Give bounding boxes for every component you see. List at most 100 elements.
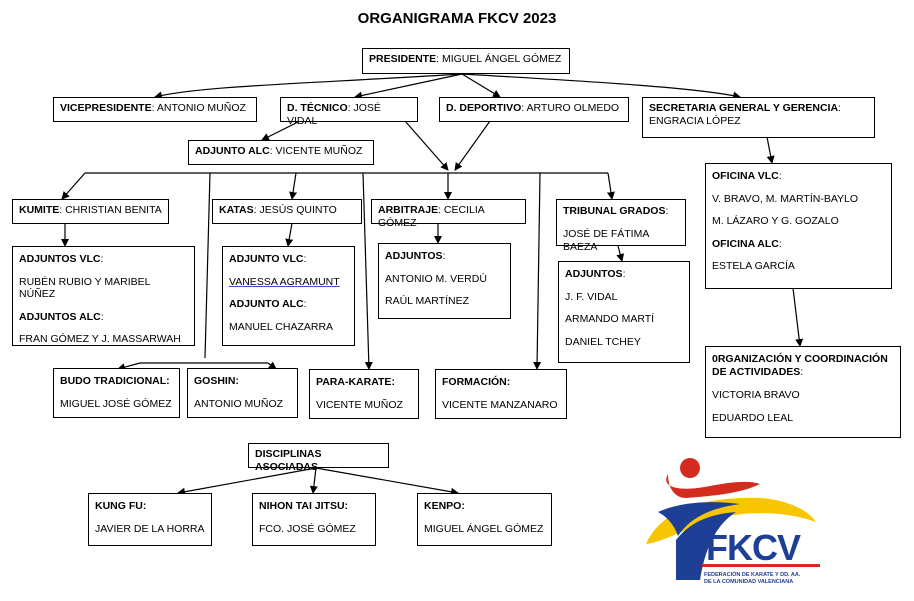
presidente-role: PRESIDENTE	[369, 53, 437, 65]
kenpo-name: MIGUEL ÁNGEL GÓMEZ	[424, 523, 544, 535]
budo-box: BUDO TRADICIONAL: MIGUEL JOSÉ GÓMEZ	[53, 368, 180, 418]
kumite-adj-vlc-names: RUBÉN RUBIO Y MARIBEL NÚÑEZ	[19, 275, 151, 301]
logo-acronym: FKCV	[706, 527, 801, 568]
organizacion-box: 0RGANIZACIÓN Y COORDINACIÓN DE ACTIVIDAD…	[705, 346, 901, 438]
line-disc-kenpo	[315, 467, 459, 496]
vicepresidente-name: : ANTONIO MUÑOZ	[151, 102, 246, 114]
ddeportivo-name: : ARTURO OLMEDO	[521, 102, 620, 114]
oficina-vlc-label: OFICINA VLC	[712, 170, 779, 182]
tribunal-adjuntos-box: ADJUNTOS: J. F. VIDAL ARMANDO MARTÍ DANI…	[558, 261, 690, 363]
fkcv-logo-graphic: FKCV FEDERACIÓN DE KARATE Y DD. AA. DE L…	[646, 458, 820, 585]
katas-adj-vlc-label: ADJUNTO VLC	[229, 253, 304, 265]
tribunal-colon: :	[665, 205, 669, 217]
tribunal-box: TRIBUNAL GRADOS: JOSÉ DE FÁTIMA BAEZA	[556, 199, 686, 253]
katas-role: KATAS	[219, 204, 254, 216]
katas-adj-vlc-name: VANESSA AGRAMUNT	[229, 275, 340, 288]
presidente-name: : MIGUEL ÁNGEL GÓMEZ	[436, 53, 562, 65]
trib-adj-colon: :	[622, 268, 626, 280]
katas-name: : JESÚS QUINTO	[253, 204, 337, 216]
arbitraje-role: ARBITRAJE	[378, 204, 439, 216]
line-katas-adj	[285, 222, 294, 247]
arb-adj-colon: :	[442, 250, 446, 262]
oficina-alc-colon: :	[778, 237, 782, 250]
arbitraje-box: ARBITRAJE: CECILIA GÓMEZ	[371, 199, 526, 229]
org-colon: :	[800, 366, 804, 378]
budo-role: BUDO TRADICIONAL:	[60, 375, 170, 387]
vicepresidente-box: VICEPRESIDENTE: ANTONIO MUÑOZ	[53, 97, 257, 122]
katas-adj-vlc-colon: :	[303, 253, 307, 265]
tribunal-name: JOSÉ DE FÁTIMA BAEZA	[563, 228, 649, 253]
oficina-box: OFICINA VLC: V. BRAVO, M. MARTÍN-BAYLO M…	[705, 163, 892, 289]
arb-adj-name-1: ANTONIO M. VERDÚ	[385, 272, 487, 285]
ddeportivo-box: D. DEPORTIVO: ARTURO OLMEDO	[439, 97, 629, 122]
oficina-vlc-colon: :	[778, 170, 782, 182]
budo-name: MIGUEL JOSÉ GÓMEZ	[60, 398, 172, 410]
secretaria-name: ENGRACIA LÓPEZ	[649, 115, 741, 127]
line-sec-oficina	[766, 136, 775, 164]
secretaria-box: SECRETARIA GENERAL Y GERENCIA: ENGRACIA …	[642, 97, 875, 138]
line-trib-adj	[616, 245, 625, 262]
oficina-vlc-names2: M. LÁZARO Y G. GOZALO	[712, 215, 839, 227]
line-pres-ddep	[461, 73, 501, 98]
kumite-name: : CHRISTIAN BENITA	[59, 204, 162, 216]
kenpo-box: KENPO: MIGUEL ÁNGEL GÓMEZ	[417, 493, 552, 546]
parakarate-box: PARA-KARATE: VICENTE MUÑOZ	[309, 369, 419, 419]
trib-adj-name-1: J. F. VIDAL	[565, 290, 618, 303]
kumite-adj-alc-colon: :	[100, 310, 104, 323]
katas-adjuntos-box: ADJUNTO VLC: VANESSA AGRAMUNT ADJUNTO AL…	[222, 246, 355, 346]
katas-box: KATAS: JESÚS QUINTO	[212, 199, 362, 224]
oficina-vlc-names1: V. BRAVO, M. MARTÍN-BAYLO	[712, 192, 859, 205]
logo-caption-1: FEDERACIÓN DE KARATE Y DD. AA.	[704, 570, 801, 578]
katas-adj-alc-label: ADJUNTO ALC	[229, 298, 304, 310]
line-dtec-adj	[261, 120, 301, 141]
arbitraje-name: : CECILIA GÓMEZ	[378, 204, 485, 229]
disciplinas-role: DISCIPLINAS ASOCIADAS	[255, 448, 322, 473]
tribunal-role: TRIBUNAL GRADOS	[563, 205, 666, 217]
org-name-1: VICTORIA BRAVO	[712, 389, 800, 401]
goshin-name: ANTONIO MUÑOZ	[194, 398, 284, 410]
kungfu-box: KUNG FU: JAVIER DE LA HORRA	[88, 493, 212, 546]
line-hub-budo	[204, 172, 211, 359]
ddeportivo-role: D. DEPORTIVO	[446, 102, 522, 114]
kumite-adj-alc-label: ADJUNTOS ALC	[19, 310, 101, 323]
para-role: PARA-KARATE:	[316, 376, 395, 388]
kungfu-name: JAVIER DE LA HORRA	[95, 523, 205, 535]
kumite-role: KUMITE	[19, 204, 60, 216]
secretaria-colon: :	[838, 102, 841, 114]
arb-adj-label: ADJUNTOS	[385, 250, 443, 262]
line-oficina-org	[792, 287, 804, 347]
oficina-alc-name: ESTELA GARCÍA	[712, 260, 795, 272]
dtecnico-name: : JOSÉ VIDAL	[287, 102, 381, 127]
trib-adj-label: ADJUNTOS	[565, 268, 623, 280]
line-ddep-hub	[454, 120, 491, 171]
goshin-role: GOSHIN:	[194, 375, 239, 387]
kumite-adj-alc-names: FRAN GÓMEZ Y J. MASSARWAH	[19, 333, 181, 345]
disciplinas-box: DISCIPLINAS ASOCIADAS	[248, 443, 389, 473]
line-pres-dtec	[354, 73, 463, 100]
chart-title: ORGANIGRAMA FKCV 2023	[357, 10, 557, 27]
logo-caption-2: DE LA COMUNIDAD VALENCIANA	[704, 579, 793, 585]
kumite-box: KUMITE: CHRISTIAN BENITA	[12, 199, 169, 224]
secretaria-role: SECRETARIA GENERAL Y GERENCIA	[649, 102, 839, 114]
kenpo-role: KENPO:	[424, 500, 465, 512]
line-pres-vice	[154, 73, 463, 100]
nihon-role: NIHON TAI JITSU:	[259, 500, 349, 512]
adjunto-alc-box: ADJUNTO ALC: VICENTE MUÑOZ	[188, 140, 374, 165]
oficina-alc-label: OFICINA ALC	[712, 237, 779, 250]
kumite-adj-vlc-label: ADJUNTOS VLC	[19, 253, 101, 265]
line-disc-kungfu	[177, 467, 317, 496]
line-hub-kumite	[61, 172, 86, 200]
line-pres-sec	[461, 73, 741, 100]
arb-adj-name-2: RAÚL MARTÍNEZ	[385, 295, 470, 307]
arbitraje-adjuntos-box: ADJUNTOS: ANTONIO M. VERDÚ RAÚL MARTÍNEZ	[378, 243, 511, 319]
para-name: VICENTE MUÑOZ	[316, 399, 403, 411]
line-hub-katas	[289, 172, 298, 200]
nihon-name: FCO. JOSÉ GÓMEZ	[259, 523, 356, 535]
org-label-1: 0RGANIZACIÓN Y COORDINACIÓN	[712, 353, 888, 365]
org-label-2: DE ACTIVIDADES	[712, 366, 801, 378]
adjunto-alc-role: ADJUNTO ALC	[195, 145, 270, 157]
kungfu-role: KUNG FU:	[95, 500, 147, 512]
fkcv-logo: FKCV FEDERACIÓN DE KARATE Y DD. AA. DE L…	[640, 452, 830, 592]
formacion-box: FORMACIÓN: VICENTE MANZANARO	[435, 369, 567, 419]
